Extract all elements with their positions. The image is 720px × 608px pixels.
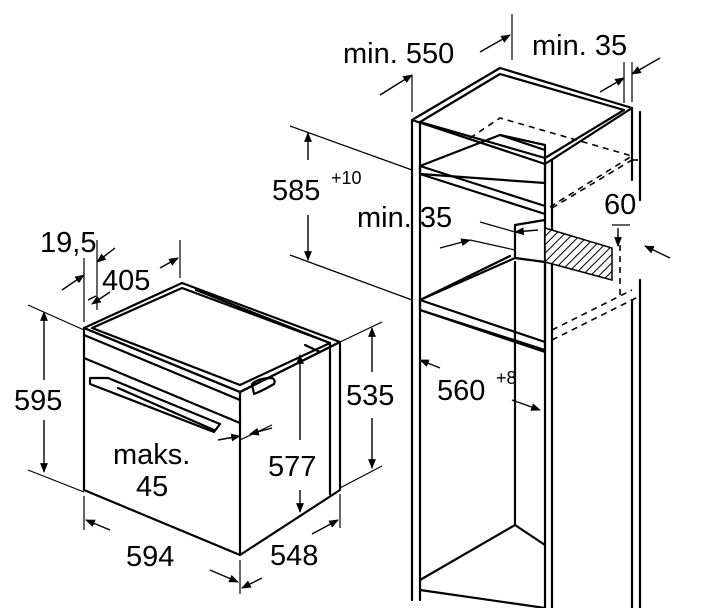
label-oven-inner-height: 577 [268,451,316,483]
label-niche-height-tolerance: +10 [331,168,362,188]
dimension-labels: min. 550 min. 35 585 +10 min. 35 60 560 … [14,30,636,573]
label-niche-width: 560 [437,375,485,407]
label-oven-height: 595 [14,385,62,417]
oven-door-handle [88,376,222,434]
label-niche-height: 585 [272,175,320,207]
ventilation-opening [544,226,613,281]
label-front-offset: 19,5 [40,227,96,259]
tall-cabinet [410,66,642,608]
label-niche-width-tolerance: +8 [496,368,517,388]
label-cabinet-side-gap: min. 35 [532,30,627,62]
label-protrusion: maks. [113,439,190,471]
label-protrusion-value: 45 [136,471,168,503]
label-oven-body-height: 535 [346,380,394,412]
label-oven-depth-top: 405 [102,265,150,297]
label-oven-width: 594 [126,541,174,573]
dimension-lines [27,14,671,594]
label-oven-body-depth: 548 [270,540,318,572]
label-cabinet-depth: min. 550 [343,38,454,70]
label-vent-height: 60 [604,189,636,221]
oven [82,281,342,557]
label-vent-gap: min. 35 [357,202,452,234]
